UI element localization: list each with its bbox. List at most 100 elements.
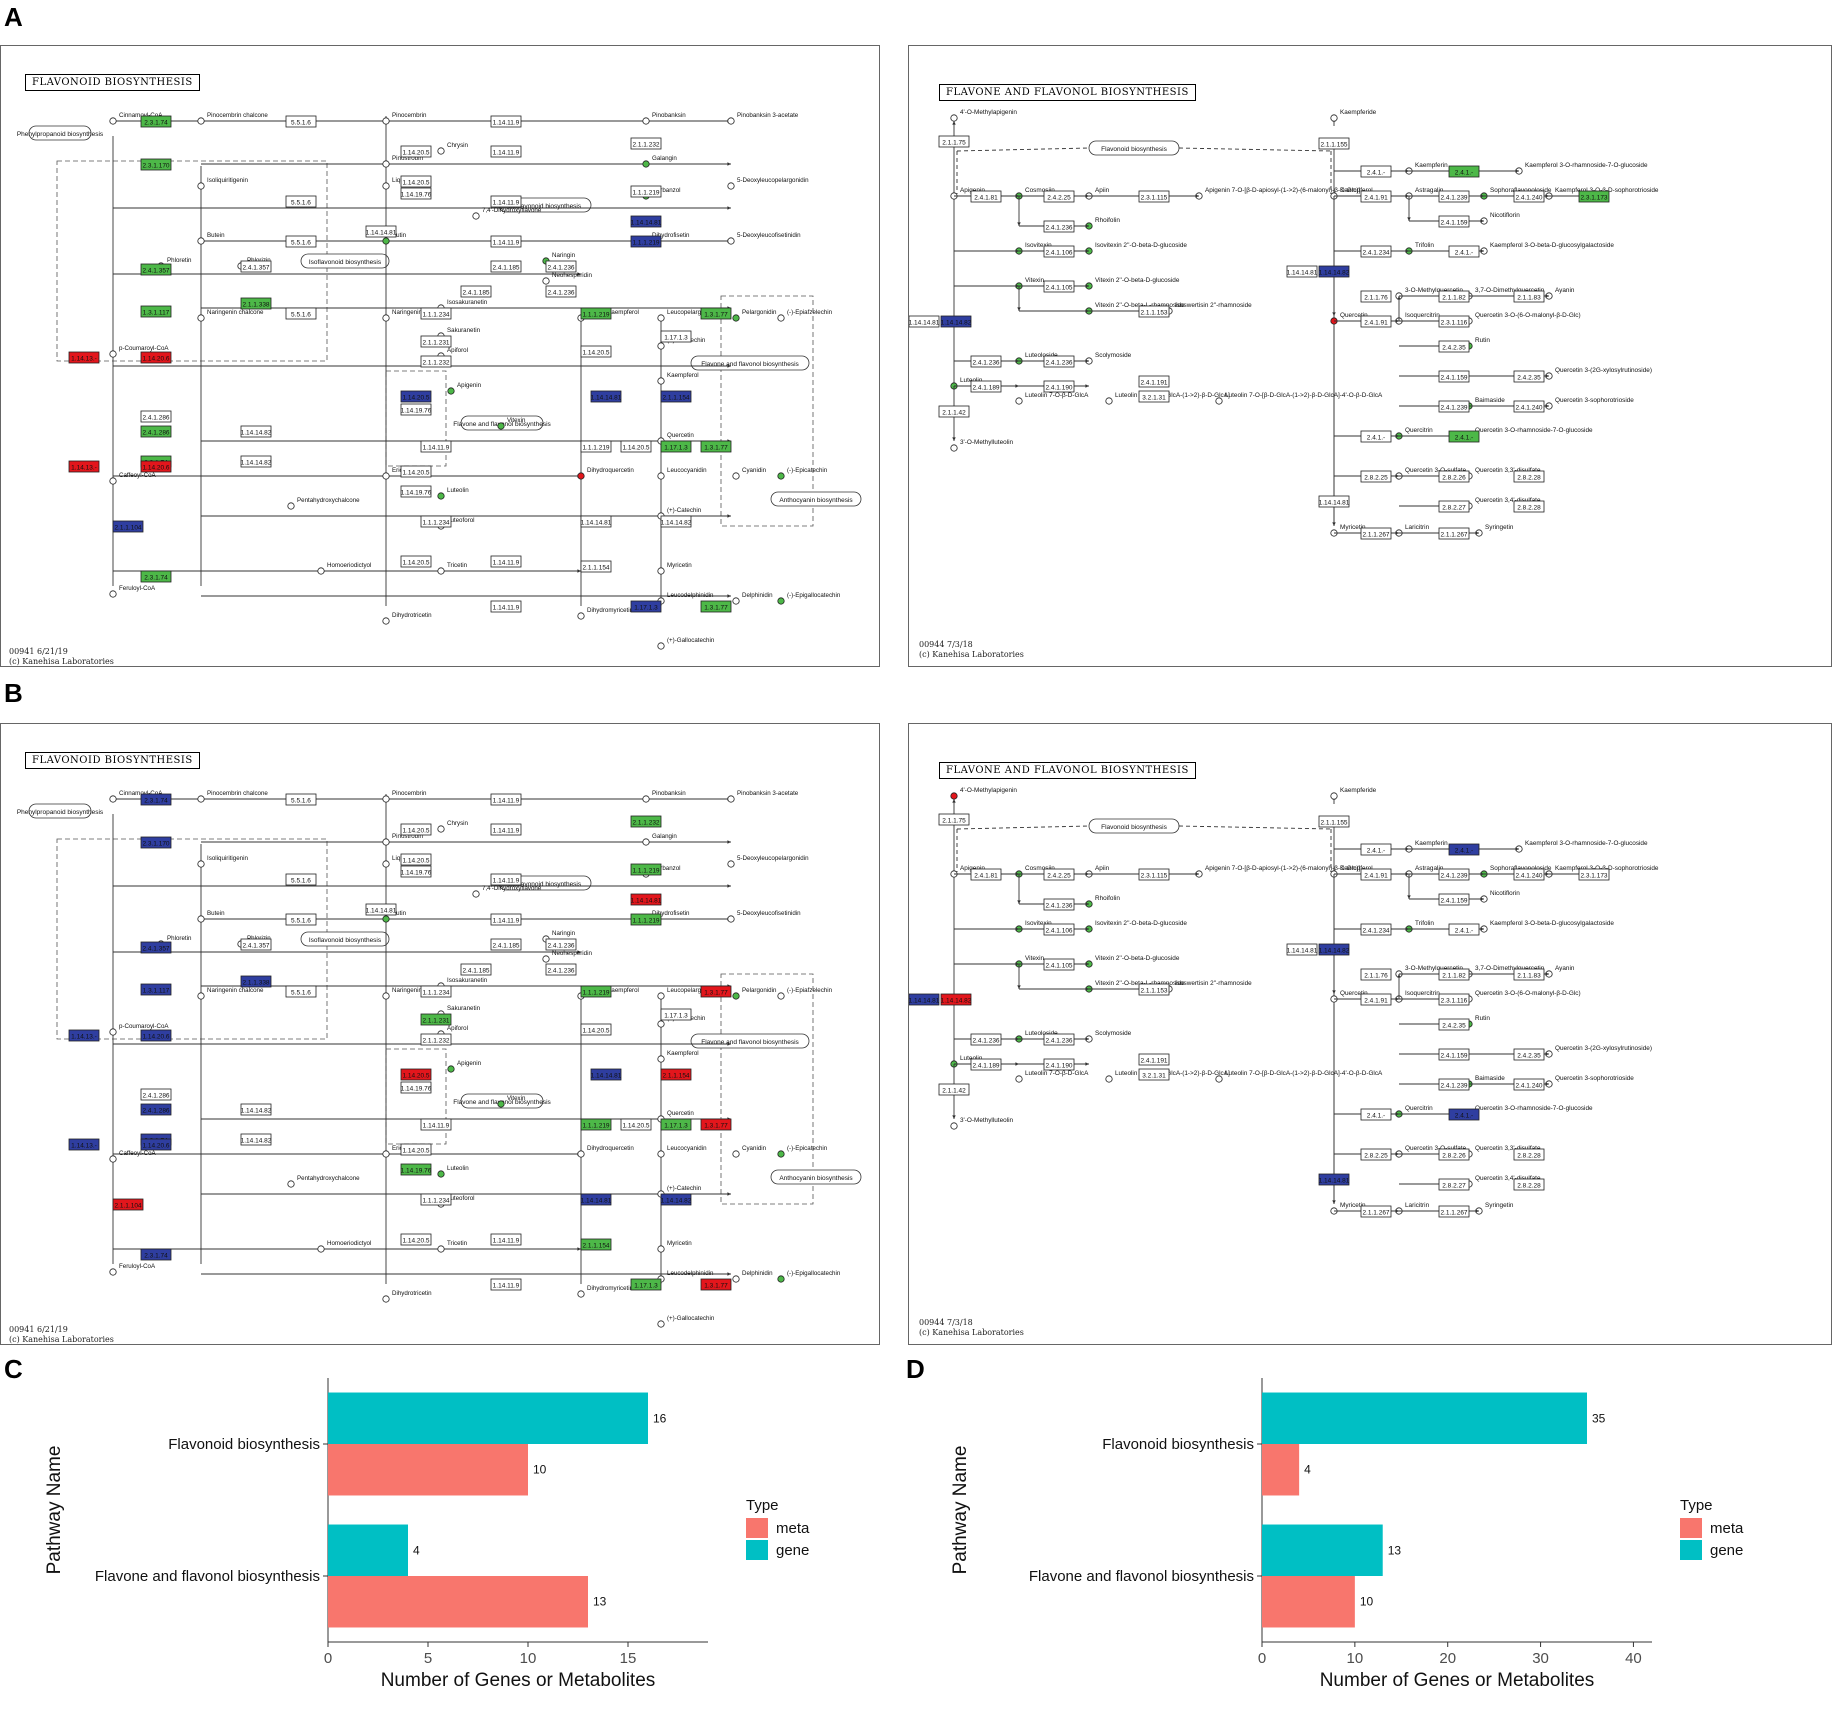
compound-label: Vitexin 2''-O-beta-L-rhamnoside bbox=[1095, 980, 1185, 987]
arrow-head bbox=[1017, 307, 1021, 311]
compound-label: Quercetin 3-O-(6-O-malonyl-β-D-Glc) bbox=[1475, 312, 1581, 319]
enzyme-label: 2.4.1.239 bbox=[1440, 405, 1467, 412]
bar-meta bbox=[328, 1576, 588, 1628]
enzyme-label: 2.4.1.236 bbox=[1045, 903, 1072, 910]
enzyme-box bbox=[630, 185, 662, 198]
enzyme-box bbox=[240, 455, 272, 468]
enzyme-label: 2.4.1.286 bbox=[142, 1093, 169, 1100]
dashed-frame bbox=[56, 838, 328, 1040]
compound-label: Nicotiflorin bbox=[1490, 890, 1520, 897]
enzyme-box bbox=[1513, 370, 1545, 383]
compound-node bbox=[642, 117, 650, 125]
compound-label: Quercetin bbox=[1340, 312, 1368, 319]
compound-node bbox=[950, 444, 958, 452]
enzyme-box bbox=[630, 893, 662, 906]
enzyme-box bbox=[909, 993, 940, 1006]
compound-label: Ayanin bbox=[1555, 965, 1575, 972]
arrow-head bbox=[577, 950, 581, 954]
enzyme-label: 2.4.1.234 bbox=[1362, 928, 1389, 935]
enzyme-box bbox=[1138, 305, 1170, 318]
enzyme-label: 1.14.14.81 bbox=[1319, 500, 1350, 507]
compound-node bbox=[437, 567, 445, 575]
compound-label: (-)-Epicatechin bbox=[787, 467, 828, 474]
enzyme-box bbox=[1513, 968, 1545, 981]
compound-node bbox=[287, 1180, 295, 1188]
map-credit: (c) Kanehisa Laboratories bbox=[9, 657, 114, 666]
enzyme-label: 2.4.1.357 bbox=[242, 265, 269, 272]
arrow-head bbox=[1405, 249, 1409, 253]
compound-label: Quercetin bbox=[1340, 990, 1368, 997]
enzyme-box bbox=[1360, 245, 1392, 258]
enzyme-label: 1.14.14.82 bbox=[661, 520, 692, 527]
enzyme-box bbox=[490, 1233, 522, 1246]
compound-label: Vitexin bbox=[1025, 955, 1045, 962]
arrow-head bbox=[1395, 1112, 1399, 1116]
enzyme-label: 1.14.14.82 bbox=[1319, 270, 1350, 277]
compound-label: Galangin bbox=[652, 155, 677, 162]
compound-label: Sophoraflavonoloside bbox=[1490, 187, 1552, 194]
compound-label: Myricetin bbox=[667, 562, 692, 569]
map-footer: 00944 7/3/18 (c) Kanehisa Laboratories bbox=[919, 1318, 1024, 1338]
x-axis-title: Number of Genes or Metabolites bbox=[1320, 1670, 1595, 1691]
compound-label: Sophoraflavonoloside bbox=[1490, 865, 1552, 872]
compound-node bbox=[657, 472, 665, 480]
enzyme-box bbox=[490, 1278, 522, 1291]
enzyme-label: 2.3.1.115 bbox=[1141, 873, 1168, 880]
enzyme-box bbox=[140, 158, 172, 171]
compound-node bbox=[657, 377, 665, 385]
enzyme-label: 2.8.2.28 bbox=[1517, 1153, 1541, 1160]
enzyme-box bbox=[1513, 290, 1545, 303]
enzyme-label: 2.4.1.357 bbox=[142, 268, 169, 275]
compound-label: Cinnamoyl-CoA bbox=[119, 112, 163, 119]
compound-node bbox=[382, 838, 390, 846]
legend-swatch-gene bbox=[746, 1540, 768, 1560]
enzyme-label: 1.14.20.5 bbox=[622, 1123, 649, 1130]
enzyme-label: 2.4.1.- bbox=[1455, 848, 1473, 855]
arrow-head bbox=[727, 206, 731, 210]
compound-label: Kaempferol bbox=[1340, 865, 1373, 872]
enzyme-label: 2.1.1.42 bbox=[942, 410, 966, 417]
enzyme-label: 1.14.20.5 bbox=[402, 470, 429, 477]
enzyme-box bbox=[1043, 923, 1075, 936]
compound-label: Caffeoyl-CoA bbox=[119, 1150, 157, 1157]
arrow-head bbox=[1015, 927, 1019, 931]
enzyme-box bbox=[490, 793, 522, 806]
arrow-head bbox=[1332, 990, 1336, 994]
compound-label: Leucodelphinidin bbox=[667, 1270, 714, 1277]
enzyme-box bbox=[285, 235, 317, 248]
arrow-head bbox=[1017, 985, 1021, 989]
map-code: 00944 7/3/18 bbox=[919, 1318, 973, 1327]
enzyme-box bbox=[400, 390, 432, 403]
enzyme-label: 1.14.14.81 bbox=[591, 395, 622, 402]
enzyme-box bbox=[1438, 1048, 1470, 1061]
enzyme-box bbox=[400, 403, 432, 416]
enzyme-label: 2.4.1.236 bbox=[547, 265, 574, 272]
enzyme-box bbox=[938, 1083, 970, 1096]
enzyme-box bbox=[285, 115, 317, 128]
pathway-link-label: Isoflavonoid biosynthesis bbox=[509, 881, 582, 888]
compound-node bbox=[317, 1245, 325, 1253]
enzyme-label: 1.1.1.219 bbox=[632, 868, 659, 875]
enzyme-box bbox=[140, 1029, 172, 1042]
compound-node bbox=[382, 992, 390, 1000]
enzyme-label: 1.17.1.3 bbox=[634, 1283, 658, 1290]
enzyme-label: 1.14.20.5 bbox=[402, 858, 429, 865]
map-footer: 00941 6/21/19 (c) Kanehisa Laboratories bbox=[9, 1325, 114, 1345]
arrow-head bbox=[727, 1272, 731, 1276]
enzyme-box bbox=[700, 1118, 732, 1131]
enzyme-label: 1.14.14.81 bbox=[366, 908, 397, 915]
compound-label: Trifolin bbox=[1415, 242, 1434, 249]
enzyme-label: 2.4.1.236 bbox=[547, 968, 574, 975]
enzyme-label: 2.1.1.231 bbox=[422, 340, 449, 347]
enzyme-label: 1.14.13.- bbox=[71, 1034, 97, 1041]
compound-label: Quercetin 3-O-(6-O-malonyl-β-D-Glc) bbox=[1475, 990, 1581, 997]
compound-label: p-Coumaroyl-CoA bbox=[119, 345, 169, 352]
compound-label: Dihydromyricetin bbox=[587, 1285, 634, 1292]
arrow-head bbox=[1085, 249, 1089, 253]
compound-label: Pentahydroxychalcone bbox=[297, 497, 360, 504]
enzyme-label: 2.1.1.153 bbox=[1140, 988, 1167, 995]
enzyme-label: 1.14.19.76 bbox=[401, 192, 432, 199]
enzyme-label: 2.1.1.267 bbox=[1440, 532, 1467, 539]
bar-gene bbox=[328, 1524, 408, 1576]
compound-node bbox=[109, 117, 117, 125]
